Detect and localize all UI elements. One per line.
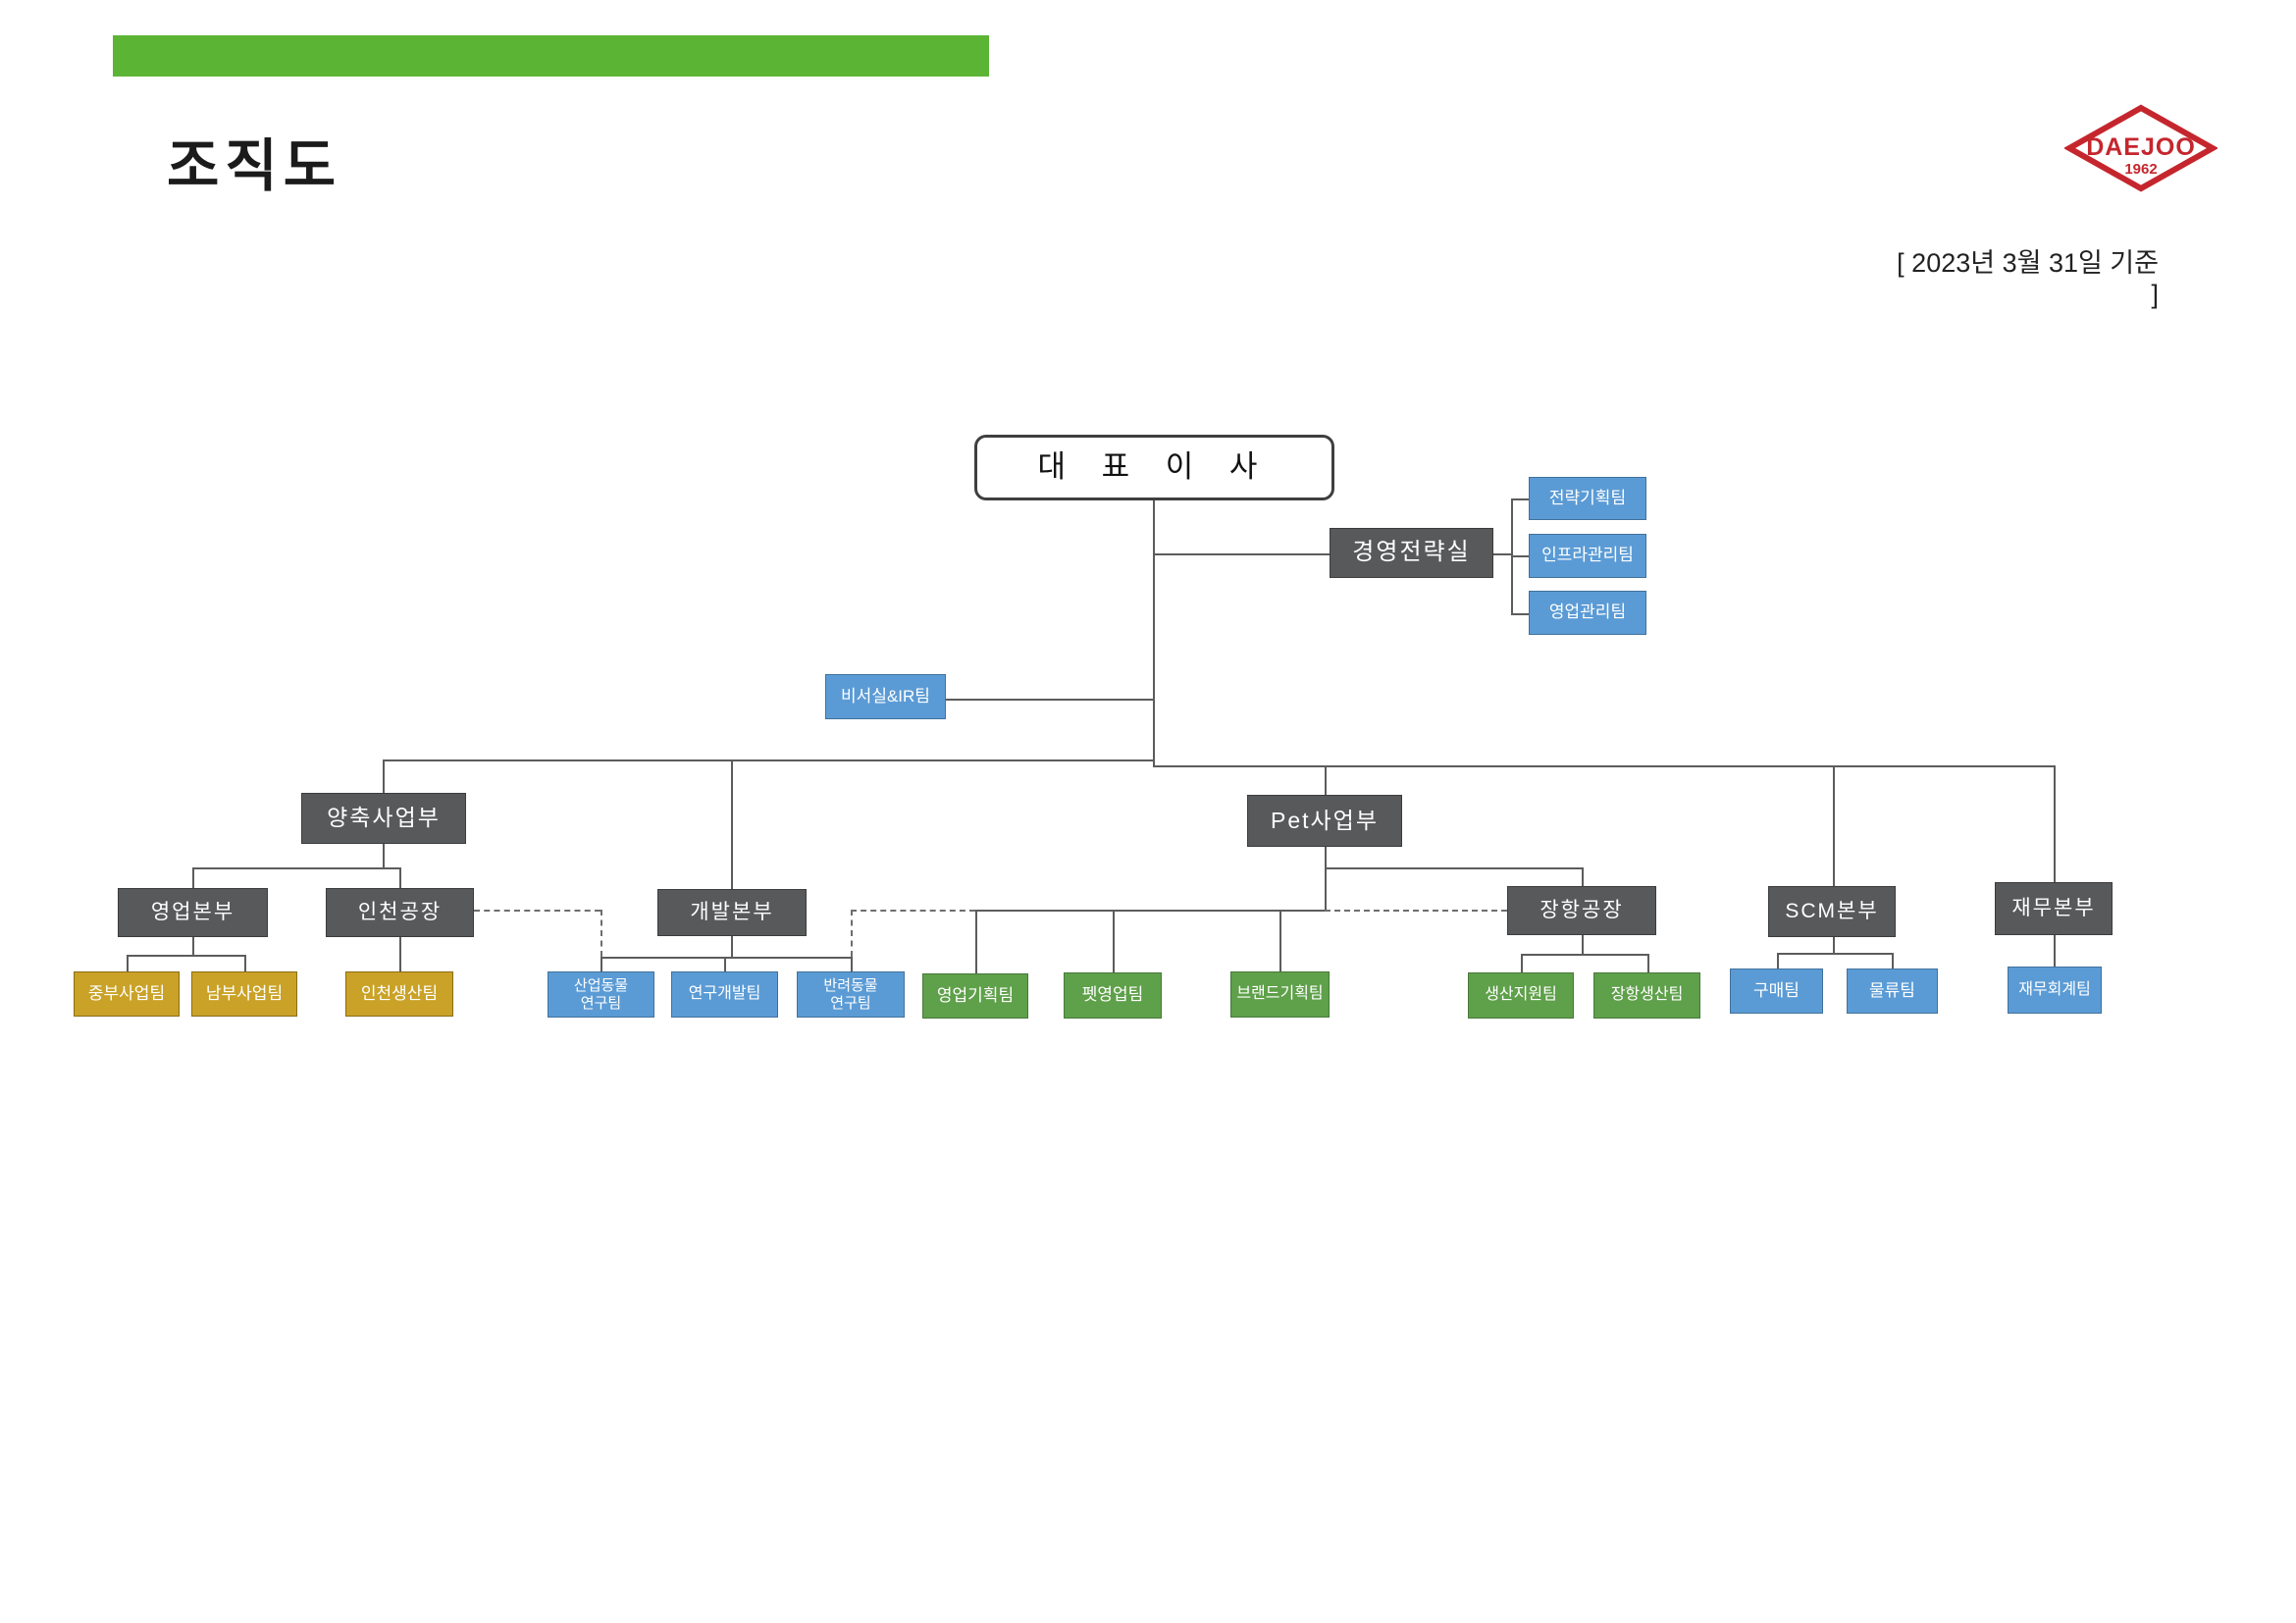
logo-brand-text: DAEJOO [2086, 133, 2196, 161]
connector [1777, 953, 1892, 955]
org-node-purchasing-team: 구매팀 [1730, 969, 1823, 1014]
connector [383, 759, 385, 793]
connector [192, 937, 194, 955]
connector [1582, 935, 1584, 954]
connector [192, 867, 399, 869]
org-node-incheon-production-team: 인천생산팀 [345, 971, 453, 1017]
org-node-logistics-team: 물류팀 [1847, 969, 1938, 1014]
connector [1833, 937, 1835, 953]
org-node-sales-planning-team: 영업기획팀 [922, 973, 1028, 1019]
connector [1153, 553, 1330, 555]
connector [1325, 847, 1327, 910]
org-node-rnd-team: 연구개발팀 [671, 971, 778, 1018]
org-node-pet-sales-team: 펫영업팀 [1064, 972, 1162, 1019]
dashed-connector [600, 910, 602, 957]
header-accent-bar [113, 35, 989, 77]
org-node-finance-headquarters: 재무본부 [1995, 882, 2113, 935]
org-node-sales-management-team: 영업관리팀 [1529, 591, 1646, 635]
connector [731, 936, 733, 957]
org-node-jungbu-business-team: 중부사업팀 [74, 971, 180, 1017]
connector [975, 910, 1325, 912]
connector [127, 955, 129, 971]
connector [399, 867, 401, 888]
org-node-infra-management-team: 인프라관리팀 [1529, 534, 1646, 578]
dashed-connector [851, 910, 853, 957]
org-node-brand-planning-team: 브랜드기획팀 [1230, 971, 1330, 1018]
logo-year-text: 1962 [2124, 161, 2157, 178]
connector [1511, 613, 1529, 615]
connector [851, 957, 853, 971]
dashed-connector [474, 910, 600, 912]
connector [600, 957, 602, 971]
connector [383, 844, 385, 867]
org-node-production-support-team: 생산지원팀 [1468, 972, 1574, 1019]
daejoo-logo: DAEJOO 1962 [2062, 104, 2219, 192]
connector [1153, 500, 1155, 765]
connector [1892, 953, 1894, 969]
org-node-sales-headquarters: 영업본부 [118, 888, 268, 937]
dashed-connector [851, 910, 975, 912]
connector [1511, 555, 1529, 557]
connector [1153, 765, 2054, 767]
connector [1582, 867, 1584, 886]
org-node-strategy-planning-team: 전략기획팀 [1529, 477, 1646, 520]
connector [1279, 910, 1281, 971]
connector [1647, 954, 1649, 972]
connector [1325, 765, 1327, 795]
connector [946, 699, 1153, 701]
dashed-connector [1325, 910, 1507, 912]
org-node-janghang-production-team: 장항생산팀 [1593, 972, 1700, 1019]
as-of-date-note: [ 2023년 3월 31일 기준 ] [1897, 248, 2159, 309]
connector [1777, 953, 1779, 969]
org-node-scm-headquarters: SCM본부 [1768, 886, 1896, 937]
connector [1511, 498, 1529, 500]
connector [1521, 954, 1523, 972]
daejoo-logo-diamond: DAEJOO 1962 [2062, 104, 2219, 192]
connector [244, 955, 246, 971]
connector [399, 937, 401, 971]
connector [192, 867, 194, 888]
connector [975, 910, 977, 973]
connector [1113, 910, 1115, 972]
connector [2054, 765, 2056, 882]
org-node-companion-animal-research-team: 반려동물 연구팀 [797, 971, 905, 1018]
org-node-ceo: 대 표 이 사 [974, 435, 1334, 500]
org-node-secretary-ir-team: 비서실&IR팀 [825, 674, 946, 719]
org-node-nambu-business-team: 남부사업팀 [191, 971, 297, 1017]
org-node-livestock-division: 양축사업부 [301, 793, 466, 844]
org-node-janghang-factory: 장항공장 [1507, 886, 1656, 935]
connector [2054, 935, 2056, 967]
page-title: 조직도 [167, 134, 342, 198]
connector [724, 957, 726, 971]
org-node-incheon-factory: 인천공장 [326, 888, 474, 937]
org-node-development-headquarters: 개발본부 [657, 889, 807, 936]
org-node-industrial-animal-research-team: 산업동물 연구팀 [548, 971, 654, 1018]
connector [1833, 765, 1835, 886]
org-node-management-strategy-office: 경영전략실 [1330, 528, 1493, 578]
connector [1493, 553, 1511, 555]
connector [1325, 867, 1582, 869]
connector [127, 955, 244, 957]
org-node-finance-accounting-team: 재무회계팀 [2008, 967, 2102, 1014]
connector [731, 759, 733, 889]
connector [1521, 954, 1647, 956]
org-node-pet-division: Pet사업부 [1247, 795, 1402, 847]
connector [383, 759, 1155, 761]
